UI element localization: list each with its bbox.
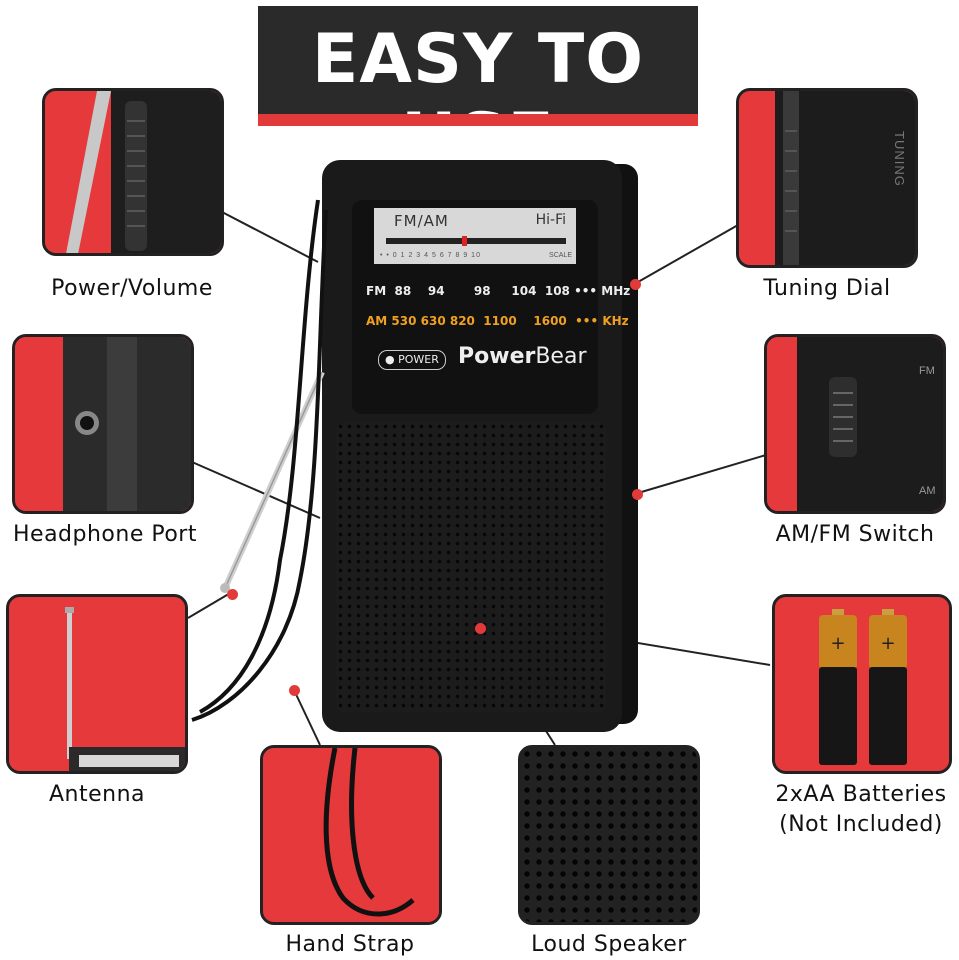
fm-frequency-row: FM 88 94 98 104 108 ••• MHz bbox=[366, 284, 631, 298]
band-switch-illustration bbox=[767, 337, 943, 511]
radio-body: FM/AM Hi-Fi • • 0 1 2 3 4 5 6 7 8 9 10 S… bbox=[322, 160, 630, 732]
hand-strap-illustration bbox=[263, 748, 439, 922]
hand-strap-label: Hand Strap bbox=[285, 932, 415, 957]
scale-needle bbox=[462, 236, 467, 246]
power-indicator: ● POWER bbox=[378, 350, 446, 370]
speaker-grille bbox=[521, 748, 697, 922]
brand-logo: PowerBear bbox=[458, 344, 587, 369]
scale-numbers: • • 0 1 2 3 4 5 6 7 8 9 10 bbox=[380, 252, 481, 259]
headphone-port-label: Headphone Port bbox=[13, 522, 197, 547]
brand-part-a: Power bbox=[458, 344, 536, 369]
callout-dot-antenna bbox=[227, 589, 238, 600]
callout-dot-tuning bbox=[630, 279, 641, 290]
tuning-dial-illustration bbox=[739, 91, 915, 265]
tuning-engraving: TUNING bbox=[892, 131, 907, 187]
scale-label: SCALE bbox=[549, 252, 572, 259]
batteries-illustration: + + bbox=[775, 597, 949, 771]
svg-text:+: + bbox=[830, 633, 845, 654]
banner-title: EASY TO USE bbox=[311, 20, 645, 178]
power-volume-image bbox=[42, 88, 224, 256]
scale-hifi-text: Hi-Fi bbox=[535, 212, 566, 228]
volume-knob-illustration bbox=[45, 91, 221, 253]
brand-part-b: Bear bbox=[535, 344, 587, 369]
callout-dot-switch bbox=[632, 489, 643, 500]
antenna-illustration bbox=[9, 597, 185, 771]
antenna-image bbox=[6, 594, 188, 774]
tuning-dial-image: TUNING bbox=[736, 88, 918, 268]
scale-track bbox=[386, 238, 566, 244]
callout-dot-speaker bbox=[475, 623, 486, 634]
banner-accent-bar bbox=[258, 114, 698, 126]
am-fm-switch-label: AM/FM Switch bbox=[775, 522, 935, 547]
hand-strap-image bbox=[260, 745, 442, 925]
tuning-dial-label: Tuning Dial bbox=[763, 276, 891, 301]
radio-device: FM/AM Hi-Fi • • 0 1 2 3 4 5 6 7 8 9 10 S… bbox=[322, 160, 642, 732]
svg-text:+: + bbox=[880, 633, 895, 654]
callout-dot-strap bbox=[289, 685, 300, 696]
switch-fm-mark: FM bbox=[919, 365, 935, 377]
headphone-port-image bbox=[12, 334, 194, 514]
title-banner: EASY TO USE bbox=[258, 6, 698, 178]
power-volume-label: Power/Volume bbox=[51, 276, 213, 301]
loud-speaker-image bbox=[518, 745, 700, 925]
am-frequency-row: AM 530 630 820 1100 1600 ••• KHz bbox=[366, 314, 629, 328]
antenna-label: Antenna bbox=[48, 782, 146, 807]
switch-am-mark: AM bbox=[919, 485, 936, 497]
scale-band-text: FM/AM bbox=[394, 212, 449, 230]
headphone-jack-illustration bbox=[15, 337, 191, 511]
am-fm-switch-image: FM AM bbox=[764, 334, 946, 514]
power-label: POWER bbox=[398, 353, 439, 366]
loud-speaker-label: Loud Speaker bbox=[531, 932, 687, 957]
batteries-label-line1: 2xAA Batteries bbox=[775, 782, 947, 807]
tuning-panel: FM/AM Hi-Fi • • 0 1 2 3 4 5 6 7 8 9 10 S… bbox=[352, 200, 630, 414]
frequency-scale: FM/AM Hi-Fi • • 0 1 2 3 4 5 6 7 8 9 10 S… bbox=[374, 208, 576, 264]
batteries-label-line2: (Not Included) bbox=[779, 812, 943, 837]
batteries-image: + + bbox=[772, 594, 952, 774]
speaker-grille-main bbox=[336, 422, 606, 712]
